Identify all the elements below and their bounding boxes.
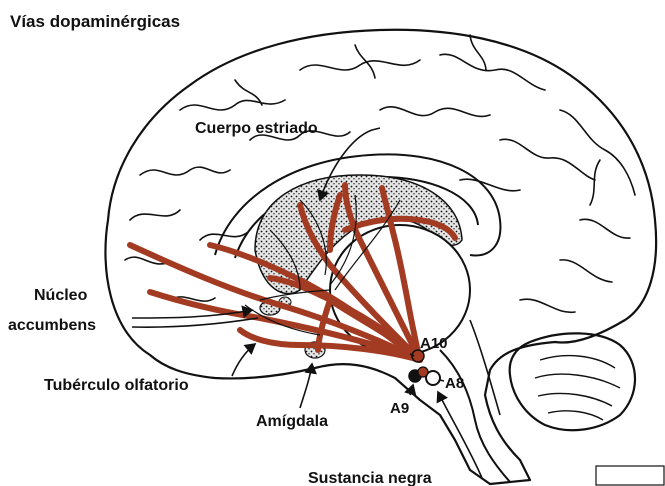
label-amigdala: Amígdala [256,413,328,430]
label-nucleo: Núcleo [34,287,88,304]
label-cuerpo-estriado: Cuerpo estriado [195,120,318,137]
corner-box [596,466,664,485]
label-a10: A10 [420,335,448,352]
label-accumbens: accumbens [8,317,96,334]
label-a9: A9 [390,400,409,417]
label-tuberculo-olfatorio: Tubérculo olfatorio [44,377,189,394]
page-title: Vías dopaminérgicas [10,12,180,31]
label-sustancia-negra: Sustancia negra [308,470,432,486]
cerebellum-outline [510,333,635,430]
label-a8: A8 [445,375,464,392]
